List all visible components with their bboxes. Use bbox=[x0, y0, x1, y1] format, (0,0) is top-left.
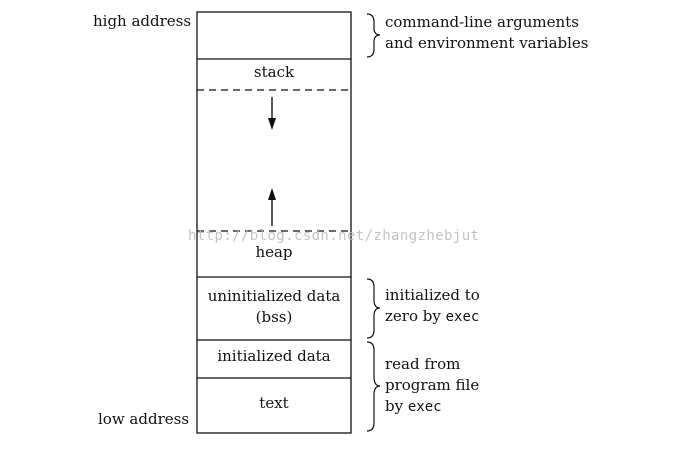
args-annotation: command-line arguments and environment v… bbox=[385, 12, 589, 54]
low-address-label: low address bbox=[98, 410, 190, 428]
brace-args bbox=[366, 13, 381, 58]
program-file-annotation-line2: program file bbox=[385, 376, 480, 394]
program-file-annotation-line1: read from bbox=[385, 355, 461, 373]
high-address-label: high address bbox=[93, 12, 192, 30]
bss-annotation-prefix: zero by bbox=[385, 307, 446, 325]
bss-label-line1: uninitialized data bbox=[207, 287, 341, 305]
program-file-annotation-prefix: by bbox=[385, 397, 408, 415]
initialized-data-label: initialized data bbox=[217, 347, 331, 365]
program-file-annotation: read from program file by exec bbox=[385, 354, 479, 418]
brace-program-file bbox=[366, 341, 381, 432]
watermark-url: http://blog.csdn.net/zhangzhebjut bbox=[188, 228, 480, 244]
bss-annotation-line1: initialized to bbox=[385, 286, 480, 304]
args-annotation-line2: and environment variables bbox=[385, 34, 589, 52]
bss-label-line2: (bss) bbox=[255, 308, 293, 326]
program-file-annotation-line3: by exec bbox=[385, 396, 479, 418]
text-segment-label: text bbox=[259, 394, 289, 412]
program-file-annotation-exec-code: exec bbox=[407, 399, 442, 415]
stack-growth-arrow-head bbox=[268, 118, 276, 130]
bss-label: uninitialized data (bss) bbox=[197, 286, 351, 328]
bss-annotation-exec-code: exec bbox=[445, 309, 480, 325]
heap-growth-arrow-head bbox=[268, 188, 276, 200]
memory-outer-box bbox=[196, 11, 352, 434]
stack-label: stack bbox=[253, 63, 295, 81]
heap-label: heap bbox=[255, 243, 293, 261]
args-annotation-line1: command-line arguments bbox=[385, 13, 579, 31]
bss-annotation: initialized to zero by exec bbox=[385, 285, 480, 328]
bss-annotation-line2: zero by exec bbox=[385, 306, 480, 328]
brace-bss bbox=[366, 278, 381, 339]
